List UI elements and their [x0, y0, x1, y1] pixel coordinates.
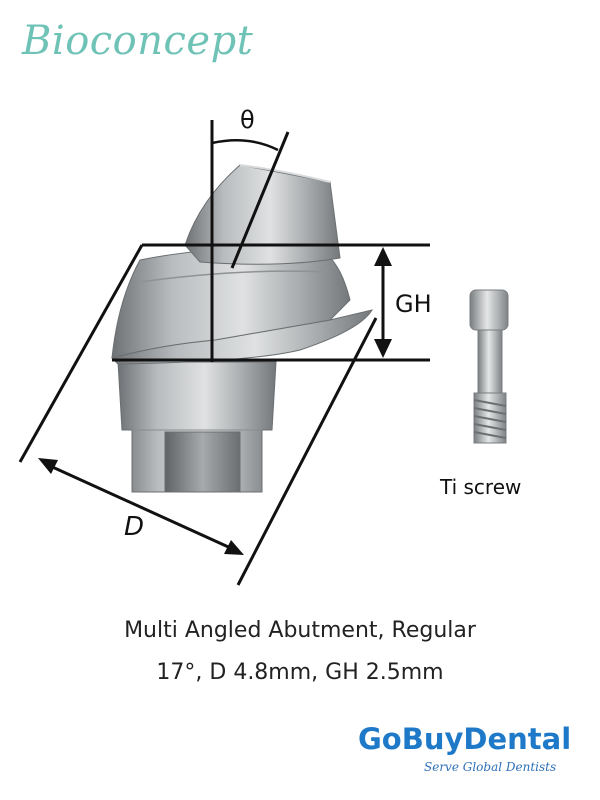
seller-name: GoBuyDental — [358, 722, 572, 756]
dimension-lines — [18, 120, 430, 586]
product-name: Multi Angled Abutment, Regular — [124, 618, 476, 643]
ti-screw-image — [469, 289, 509, 444]
brand-logo: Bioconcept — [22, 18, 254, 64]
dimension-arrowheads — [38, 247, 392, 555]
gingival-height-label: GH — [395, 290, 432, 318]
seller-logo: GoBuyDental Serve Global Dentists — [358, 722, 580, 778]
product-spec: 17°, D 4.8mm, GH 2.5mm — [156, 660, 444, 685]
diameter-label: D — [124, 512, 145, 542]
seller-tagline: Serve Global Dentists — [424, 760, 557, 774]
abutment-body — [111, 164, 374, 493]
angle-label: θ — [240, 106, 255, 134]
screw-caption: Ti screw — [440, 475, 522, 499]
